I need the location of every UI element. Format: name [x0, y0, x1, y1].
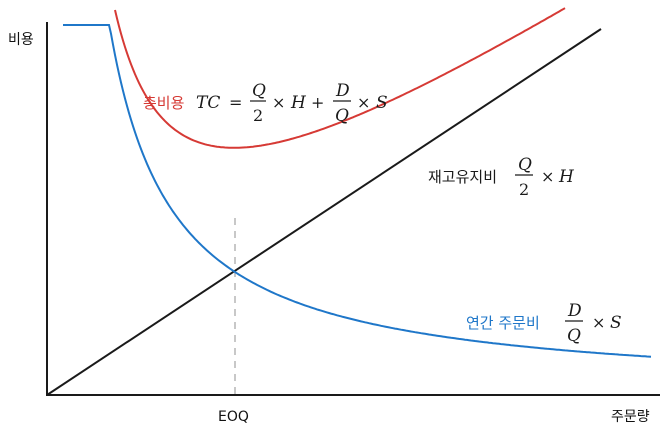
- holding-cost-line: [46, 28, 602, 396]
- holding-frac-den: 2: [519, 180, 529, 199]
- tc-times2: ×: [357, 93, 370, 112]
- ordering-times: ×: [592, 313, 605, 332]
- holding-times: ×: [541, 167, 554, 186]
- eoq-label: EOQ: [218, 409, 249, 425]
- x-axis-label: 주문량: [611, 409, 650, 425]
- ordering-cost-label: 연간 주문비 D Q × S: [466, 301, 622, 346]
- tc-frac1-num: Q: [252, 81, 266, 101]
- tc-times1: ×: [272, 93, 285, 112]
- ordering-cost-name: 연간 주문비: [466, 314, 540, 332]
- tc-s: S: [376, 93, 388, 113]
- tc-frac1-den: 2: [253, 106, 263, 125]
- tc-h: H: [290, 93, 307, 113]
- total-cost-name: 총비용: [143, 94, 184, 112]
- ordering-cost-curve: [63, 24, 652, 358]
- tc-frac2-num: D: [335, 81, 350, 101]
- holding-frac-num: Q: [518, 155, 532, 175]
- total-cost-formula: TC = Q 2 × H + D Q × S: [196, 81, 388, 126]
- holding-cost-label: 재고유지비 Q 2 × H: [428, 155, 575, 199]
- total-cost-curve: [114, 7, 566, 149]
- y-axis-label: 비용: [8, 32, 34, 48]
- holding-cost-name: 재고유지비: [428, 168, 497, 186]
- ordering-s: S: [610, 313, 622, 333]
- tc-plus: +: [311, 93, 324, 112]
- holding-h: H: [558, 167, 575, 187]
- tc-frac2-den: Q: [335, 106, 349, 126]
- tc-equals: =: [229, 93, 242, 112]
- total-cost-label: 총비용: [143, 94, 184, 112]
- ordering-frac-den: Q: [567, 326, 581, 346]
- tc-symbol: TC: [196, 93, 220, 113]
- ordering-frac-num: D: [567, 301, 582, 321]
